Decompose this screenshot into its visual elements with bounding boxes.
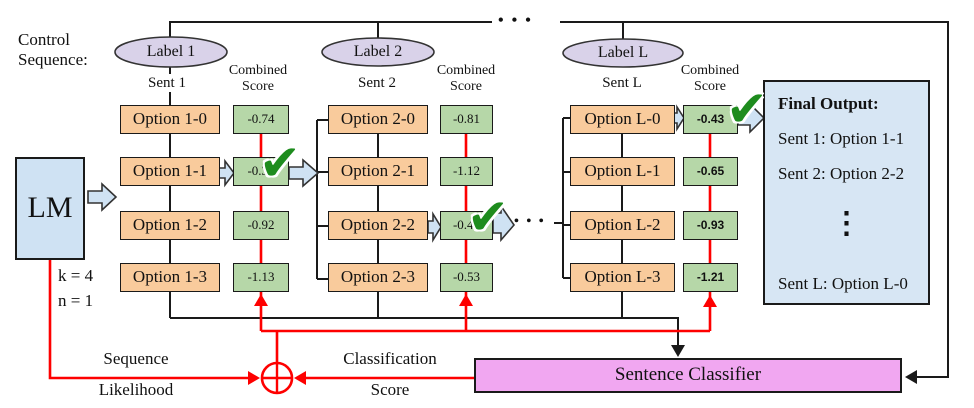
score-2-3: -0.53 xyxy=(440,263,493,292)
score-2-2: -0.49 xyxy=(440,211,493,240)
score-1-2: -0.92 xyxy=(233,211,289,240)
final-output-title: Final Output: xyxy=(778,94,879,113)
vertical-ellipsis: ⋮ xyxy=(831,207,862,240)
score-L-3: -1.21 xyxy=(683,263,738,292)
sequence-likelihood-label-top: Sequence xyxy=(103,349,169,368)
colL-to-output-arrow-icon xyxy=(737,102,766,134)
option-1-2: Option 1-2 xyxy=(120,211,220,240)
classifier-down-arrowhead xyxy=(671,345,685,357)
labelL-ellipse xyxy=(562,38,684,68)
final-output-box: Final Output: Sent 1: Option 1-1 Sent 2:… xyxy=(763,80,930,305)
label1-ellipse xyxy=(114,36,228,68)
col2-option-to-score-arrow-icon xyxy=(427,211,442,243)
score-L-1: -0.65 xyxy=(683,157,738,186)
k-param-label: k = 4 xyxy=(58,266,94,285)
control-line1: Control xyxy=(18,30,70,49)
label-2: Label 2 xyxy=(353,43,403,60)
sent-2-header: Sent 2 xyxy=(346,74,408,92)
sent-L-header: Sent L xyxy=(590,74,654,92)
option-L-0: Option L-0 xyxy=(570,105,675,134)
check-icon: ✔ xyxy=(726,80,768,138)
control-sequence-label: Control Sequence: xyxy=(18,30,88,70)
score-1-0: -0.74 xyxy=(233,105,289,134)
black-arrowheads xyxy=(671,345,917,384)
option-2-3: Option 2-3 xyxy=(328,263,428,292)
option-L-3: Option L-3 xyxy=(570,263,675,292)
final-output-sent1: Sent 1: Option 1-1 xyxy=(778,129,905,148)
top-bus-left xyxy=(169,21,492,38)
final-output-sentL: Sent L: Option L-0 xyxy=(778,274,908,293)
option-2-2: Option 2-2 xyxy=(328,211,428,240)
combined-score-header-L: Combined Score xyxy=(680,63,740,94)
option-L-1: Option L-1 xyxy=(570,157,675,186)
sum-icon xyxy=(260,361,294,395)
sentence-classifier-box: Sentence Classifier xyxy=(474,358,902,393)
lm-box: LM xyxy=(15,157,85,260)
score-2-1: -1.12 xyxy=(440,157,493,186)
n-param-label: n = 1 xyxy=(58,291,94,310)
label-1: Label 1 xyxy=(146,43,196,60)
label2-ellipse xyxy=(321,37,435,67)
final-output-sent2: Sent 2: Option 2-2 xyxy=(778,164,905,183)
classifier-right-arrowhead xyxy=(905,370,917,384)
check-icon: ✔ xyxy=(467,188,509,246)
sent-1-header: Sent 1 xyxy=(138,74,196,92)
option-L-2: Option L-2 xyxy=(570,211,675,240)
sequence-likelihood-label-bottom: Likelihood xyxy=(98,380,174,399)
label-L: Label L xyxy=(597,44,649,61)
option-2-0: Option 2-0 xyxy=(328,105,428,134)
score-1-3: -1.13 xyxy=(233,263,289,292)
block-arrows xyxy=(87,102,766,243)
option-1-1: Option 1-1 xyxy=(120,157,220,186)
red-arrowheads xyxy=(248,294,717,385)
classification-score-label-top: Classification xyxy=(343,349,437,368)
top-bus-right-feedback xyxy=(560,21,949,378)
score-2-0: -0.81 xyxy=(440,105,493,134)
check-icon: ✔ xyxy=(259,134,301,192)
score-1-1: -0.35 xyxy=(233,157,289,186)
col2-to-dots-arrow-icon xyxy=(492,203,516,243)
lm-output-arrow-icon xyxy=(87,182,118,212)
classification-score-label-bottom: Score xyxy=(370,380,410,399)
col1-option-to-score-arrow-icon xyxy=(218,158,235,188)
combined-score-header-2: Combined Score xyxy=(436,63,496,94)
option-2-1: Option 2-1 xyxy=(328,157,428,186)
bottom-bus xyxy=(170,317,679,353)
sequence-likelihood-line xyxy=(48,260,250,380)
col1-to-col2-arrow-icon xyxy=(288,158,320,188)
combined-score-header-1: Combined Score xyxy=(228,63,288,94)
option-1-3: Option 1-3 xyxy=(120,263,220,292)
score-L-0: -0.43 xyxy=(683,105,738,134)
mid-ellipsis-dots: • • • xyxy=(514,214,546,229)
top-ellipsis-dots: • • • xyxy=(498,12,533,29)
option-1-0: Option 1-0 xyxy=(120,105,220,134)
control-line2: Sequence: xyxy=(18,50,88,69)
label-ellipses xyxy=(114,36,684,68)
score-L-2: -0.93 xyxy=(683,211,738,240)
